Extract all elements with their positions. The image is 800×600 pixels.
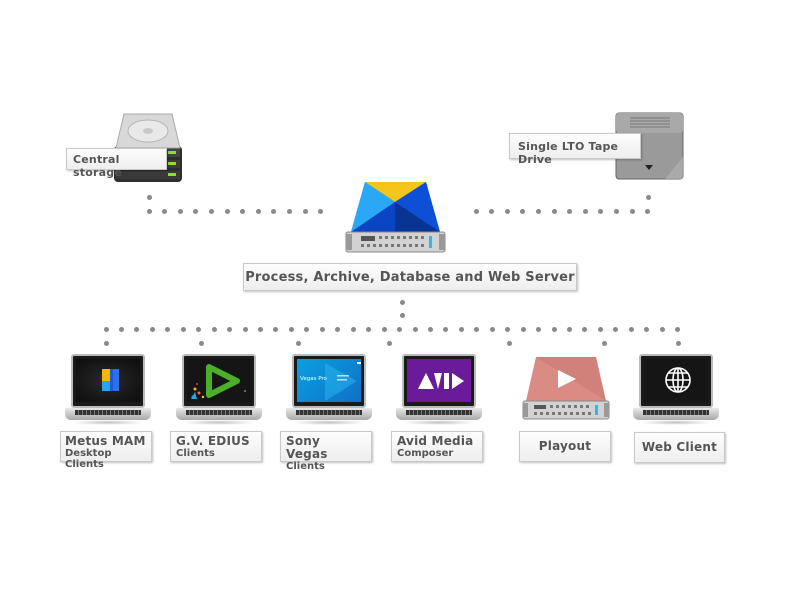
connector-dot <box>397 326 403 332</box>
edius-client-label: G.V. EDIUS Clients <box>170 431 262 462</box>
connector-dot <box>489 326 495 332</box>
connector-dot <box>675 326 681 332</box>
connector-dot <box>134 326 140 332</box>
connector-dot <box>520 326 526 332</box>
connector-dot <box>506 340 512 346</box>
edius-laptop-icon <box>187 359 251 402</box>
connector-dot <box>386 340 392 346</box>
connector-dot <box>118 326 124 332</box>
connector-dot <box>645 208 651 214</box>
server-icon <box>345 182 446 253</box>
playout-server-icon <box>522 357 610 420</box>
connector-dot <box>271 208 277 214</box>
connector-dot <box>177 208 183 214</box>
connector-dot <box>286 208 292 214</box>
vegas-client-node[interactable]: Vegas Pro <box>286 354 372 426</box>
tape-drive-icon <box>615 112 684 180</box>
web-client-node[interactable] <box>633 354 719 426</box>
connector-dot <box>227 326 233 332</box>
connector-dot <box>162 208 168 214</box>
connector-dot <box>412 326 418 332</box>
connector-dot <box>582 208 588 214</box>
connector-dot <box>295 340 301 346</box>
connector-dot <box>350 326 356 332</box>
server-label: Process, Archive, Database and Web Serve… <box>243 263 577 291</box>
avid-laptop-icon <box>407 359 471 402</box>
connector-dot <box>381 326 387 332</box>
connector-dot <box>211 326 217 332</box>
connector-dot <box>224 208 230 214</box>
connector-dot <box>629 208 635 214</box>
connector-dot <box>473 208 479 214</box>
connector-dot <box>146 208 152 214</box>
connector-dot <box>273 326 279 332</box>
connector-dot <box>240 208 246 214</box>
connector-dot <box>474 326 480 332</box>
connector-dot <box>196 326 202 332</box>
connector-dot <box>443 326 449 332</box>
connector-dot <box>366 326 372 332</box>
connector-dot <box>208 208 214 214</box>
vegas-laptop-icon: Vegas Pro <box>297 359 361 402</box>
connector-dot <box>598 208 604 214</box>
connector-dot <box>567 326 572 332</box>
web-client-label: Web Client <box>634 432 725 463</box>
connector-dot <box>103 340 109 346</box>
metus-laptop-icon <box>76 359 140 402</box>
connector-dot <box>520 208 526 214</box>
connector-dot <box>567 208 573 214</box>
playout-label: Playout <box>519 431 611 462</box>
connector-dot <box>180 326 186 332</box>
playout-node[interactable] <box>520 355 612 421</box>
connector-dot <box>242 326 248 332</box>
connector-dot <box>103 326 109 332</box>
connector-dot <box>399 299 405 305</box>
connector-dot <box>613 208 619 214</box>
vegas-title-text: Vegas Pro <box>300 376 328 382</box>
connector-dot <box>165 326 171 332</box>
connector-dot <box>198 340 204 346</box>
connector-dot <box>318 208 324 214</box>
avid-client-node[interactable] <box>396 354 482 426</box>
connector-dot <box>255 208 261 214</box>
connector-dot <box>601 340 607 346</box>
connector-dot <box>304 326 310 332</box>
connector-dot <box>628 326 634 332</box>
connector-dot <box>536 326 542 332</box>
connector-dot <box>535 208 541 214</box>
connector-dot <box>582 326 588 332</box>
connector-dot <box>489 208 495 214</box>
connector-dot <box>193 208 199 214</box>
metus-client-node[interactable] <box>65 354 151 426</box>
connector-dot <box>644 326 650 332</box>
connector-dot <box>505 326 511 332</box>
central-storage-label: Central storage <box>66 148 167 179</box>
globe-laptop-icon <box>644 359 708 402</box>
connector-dot <box>146 194 152 200</box>
metus-client-label: Metus MAM Desktop Clients <box>60 431 152 470</box>
connector-dot <box>399 312 405 318</box>
connector-dot <box>504 208 510 214</box>
connector-dot <box>659 326 665 332</box>
connector-dot <box>427 326 433 332</box>
connector-dot <box>319 326 325 332</box>
connector-dot <box>335 326 341 332</box>
connector-dot <box>597 326 603 332</box>
connector-dot <box>551 326 557 332</box>
connector-dot <box>258 326 263 332</box>
avid-client-label: Avid Media Composer <box>391 431 483 462</box>
edius-client-node[interactable] <box>176 354 262 426</box>
connector-dot <box>613 326 619 332</box>
main-server-node[interactable] <box>343 180 448 254</box>
connector-dot <box>551 208 557 214</box>
connector-dot <box>149 326 155 332</box>
tape-drive-label: Single LTO Tape Drive <box>509 133 641 166</box>
tape-drive-node[interactable] <box>615 112 685 182</box>
connector-dot <box>675 340 681 346</box>
connector-dot <box>288 326 294 332</box>
connector-dot <box>645 194 651 200</box>
connector-dot <box>302 208 308 214</box>
vegas-client-label: Sony Vegas Clients <box>280 431 372 472</box>
connector-dot <box>458 326 464 332</box>
